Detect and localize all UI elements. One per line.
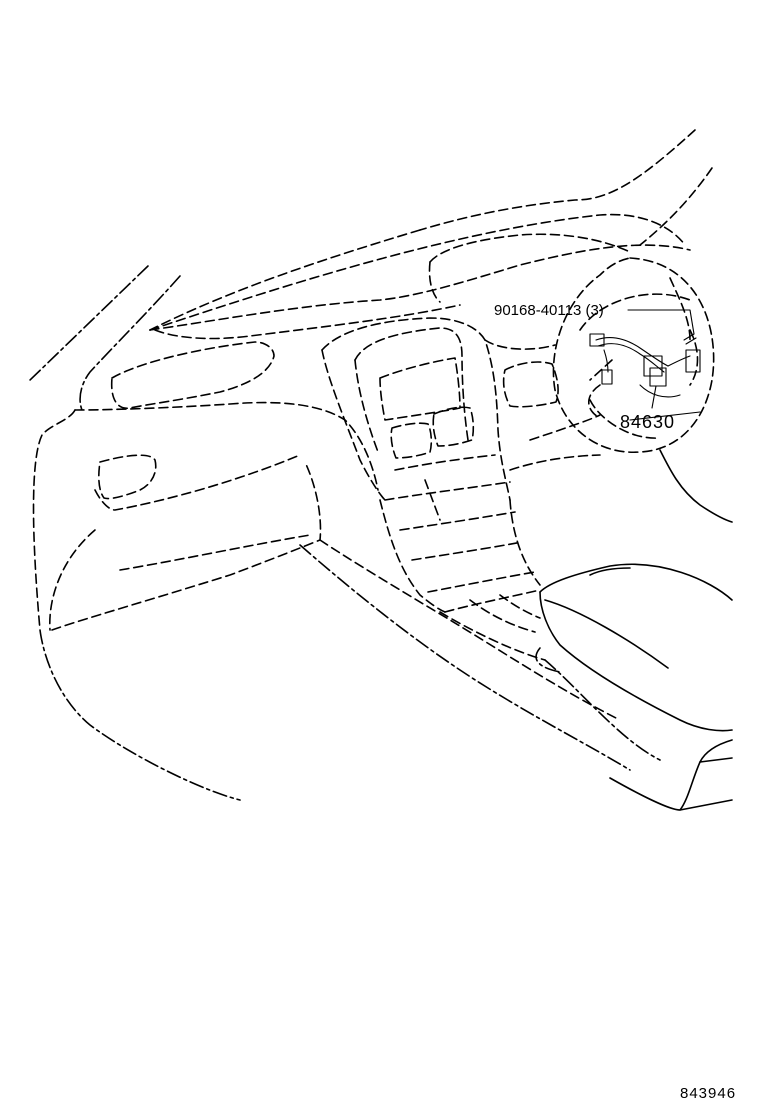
part-label-bolt: 90168-40113 (3) [494, 302, 604, 319]
center-console-stack [379, 479, 546, 661]
dashboard-lower-left [32, 401, 379, 631]
right-dash-area [428, 233, 631, 471]
part-label-harness: 84630 [620, 412, 675, 432]
center-console-bezel [321, 317, 511, 501]
figure-number: 843946 [680, 1085, 736, 1102]
dashboard-top [149, 213, 691, 340]
seat-armrest [535, 449, 733, 811]
left-vent [110, 341, 275, 409]
leader-lines [627, 309, 695, 409]
knee-panel [51, 461, 621, 721]
floor-chain-right [299, 544, 631, 771]
windshield-outline [149, 129, 713, 331]
floor-sill [39, 629, 241, 801]
a-pillar-left [27, 265, 181, 411]
wire-harness-84630 [589, 333, 701, 421]
